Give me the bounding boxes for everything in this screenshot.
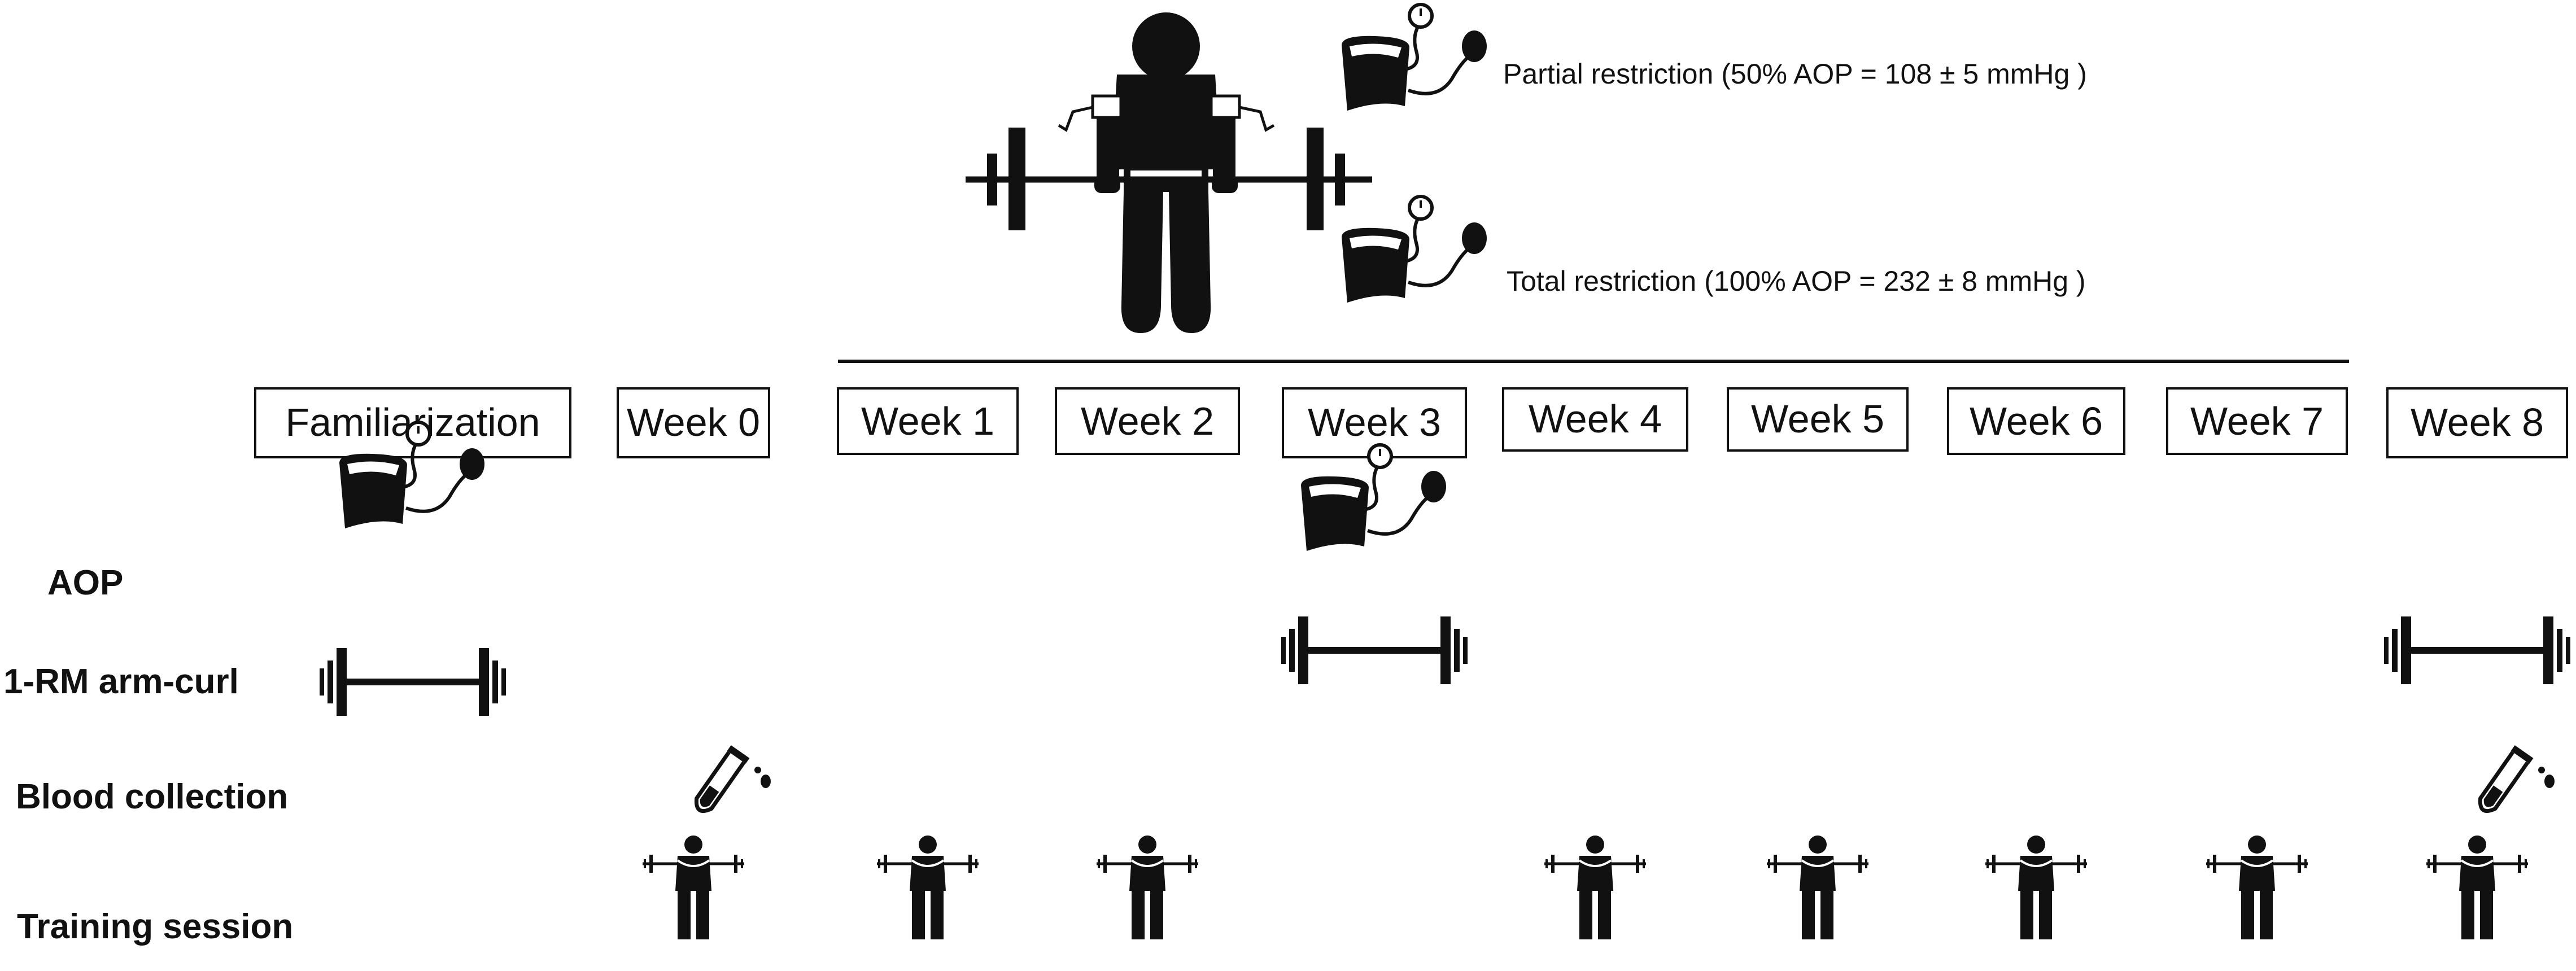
- lifter-icon: [1544, 836, 1646, 939]
- timeline-box-week-4: Week 4: [1502, 387, 1688, 452]
- svg-text:Week 6: Week 6: [1970, 399, 2103, 443]
- lifter-icon: [2206, 836, 2308, 939]
- blood-pressure-cuff-icon: [1342, 196, 1487, 303]
- legend-partial-restriction: Partial restriction (50% AOP = 108 ± 5 m…: [1342, 5, 2087, 111]
- lifter-icon: [2426, 836, 2528, 939]
- lifter-icon: [1985, 836, 2087, 939]
- row-label-aop: AOP: [47, 563, 123, 602]
- timeline-box-week-7: Week 7: [2166, 387, 2348, 455]
- timeline-box-week-8: Week 8: [2386, 387, 2568, 458]
- timeline-box-week-5: Week 5: [1727, 387, 1909, 452]
- svg-text:Week 8: Week 8: [2411, 400, 2544, 444]
- svg-text:Week 1: Week 1: [861, 399, 994, 443]
- legend-partial-label: Partial restriction (50% AOP = 108 ± 5 m…: [1503, 58, 2087, 90]
- test-tube-icon: [690, 745, 771, 816]
- svg-text:Week 5: Week 5: [1751, 397, 1884, 441]
- blood-pressure-cuff-icon: [1301, 445, 1446, 551]
- timeline-box-week-2: Week 2: [1055, 387, 1240, 455]
- timeline-box-week-1: Week 1: [837, 387, 1019, 455]
- timeline-box-week-6: Week 6: [1947, 387, 2125, 455]
- main-lifter-figure: [966, 12, 1372, 333]
- test-tube-icon: [2474, 745, 2555, 816]
- lifter-icon: [1097, 836, 1198, 939]
- row-label-blood-collection: Blood collection: [16, 777, 288, 816]
- lifter-icon: [643, 836, 744, 939]
- svg-text:Week 4: Week 4: [1529, 397, 1662, 441]
- barbell-icon: [320, 648, 506, 716]
- svg-text:Week 2: Week 2: [1081, 399, 1214, 443]
- legend-total-restriction: Total restriction (100% AOP = 232 ± 8 mm…: [1342, 196, 2086, 303]
- blood-pressure-cuff-icon: [1342, 5, 1487, 111]
- row-label-1rm-arm-curl: 1-RM arm-curl: [3, 662, 239, 701]
- timeline: Familiarization Week 0 Week 1 Week 2 Wee…: [254, 387, 2568, 458]
- svg-text:Week 3: Week 3: [1308, 400, 1441, 444]
- row-label-training-session: Training session: [17, 907, 293, 946]
- barbell-icon: [1281, 616, 1468, 684]
- svg-text:Week 7: Week 7: [2190, 399, 2324, 443]
- barbell-icon: [2384, 616, 2570, 684]
- legend-total-label: Total restriction (100% AOP = 232 ± 8 mm…: [1507, 265, 2086, 297]
- activity-icons: [320, 422, 2570, 939]
- timeline-box-week-0: Week 0: [617, 387, 770, 458]
- lifter-icon: [1767, 836, 1868, 939]
- svg-text:Week 0: Week 0: [627, 400, 760, 444]
- lifter-icon: [877, 836, 979, 939]
